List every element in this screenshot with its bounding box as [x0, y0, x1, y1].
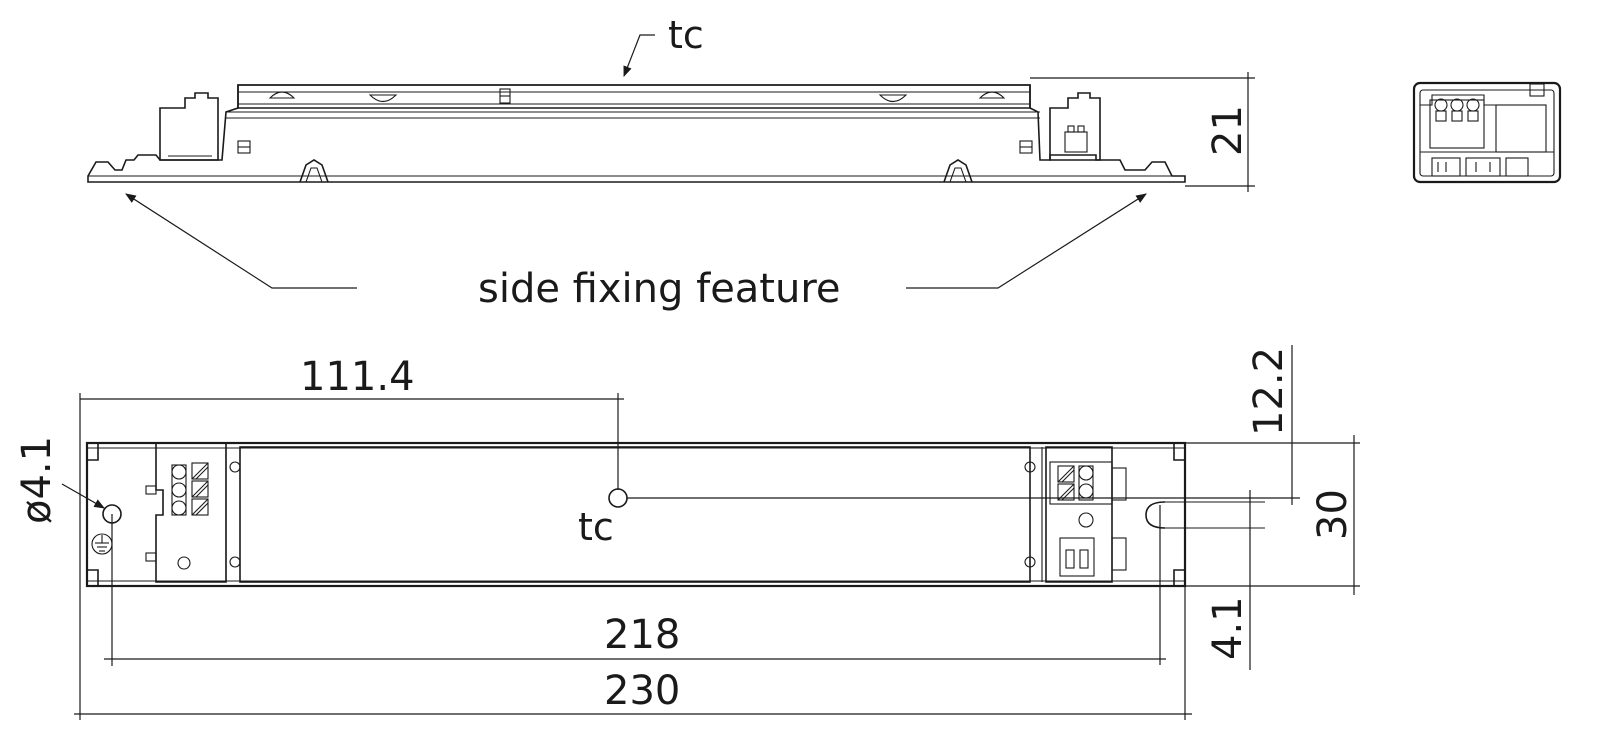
hole-diameter-callout: ø4.1: [14, 436, 105, 524]
hole-diameter-label: ø4.1: [14, 436, 60, 524]
side-fixing-callout: side fixing feature: [125, 193, 1147, 312]
right-terminal-hatch: [1057, 465, 1075, 501]
tc-marker-top: tc: [623, 13, 704, 78]
tc-y-dimension: 12.2: [627, 345, 1360, 505]
earth-ground-icon: [91, 533, 113, 555]
length-dimension-label: 230: [604, 668, 680, 714]
height-dimension-label: 21: [1205, 105, 1251, 156]
edge-offset-dimension: 4.1: [1159, 490, 1251, 670]
end-view: [1412, 81, 1562, 184]
left-terminal-hatch: [191, 462, 209, 516]
side-view: [87, 84, 1186, 183]
hole-spacing-dimension-label: 218: [604, 612, 680, 658]
tc-x-dimension: 111.4: [79, 354, 624, 720]
side-fixing-label: side fixing feature: [478, 266, 841, 312]
height-dimension: 21: [1030, 72, 1255, 192]
edge-offset-dimension-label: 4.1: [1205, 596, 1251, 660]
top-view: tc: [85, 441, 1265, 588]
tc-y-dimension-label: 12.2: [1246, 347, 1292, 436]
length-dimension: 230: [74, 586, 1192, 720]
hole-spacing-dimension: 218: [104, 514, 1166, 666]
tc-x-dimension-label: 111.4: [300, 354, 415, 400]
tc-label-bottom: tc: [578, 505, 614, 549]
tc-label-top: tc: [668, 13, 704, 57]
width-dimension: 30: [1185, 435, 1360, 595]
width-dimension-label: 30: [1310, 489, 1356, 540]
